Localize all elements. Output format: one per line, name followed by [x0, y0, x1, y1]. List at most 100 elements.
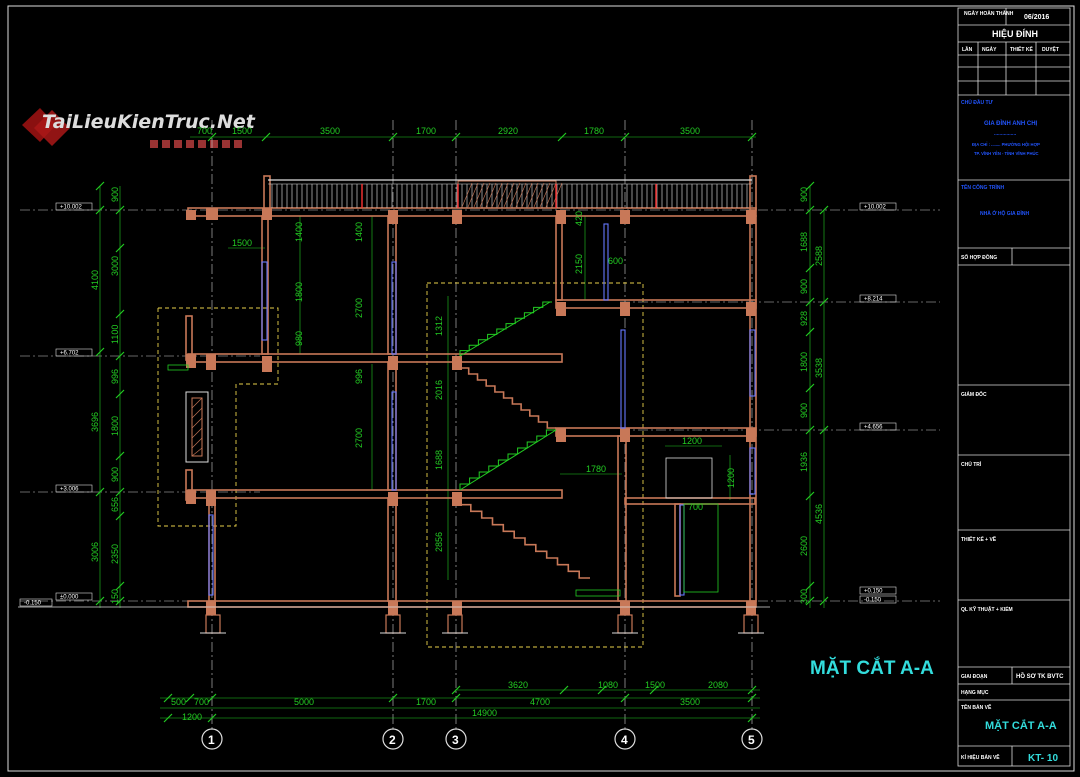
- dim-text: 1200: [682, 436, 702, 446]
- dim-text: 1500: [645, 680, 665, 690]
- dim-text: 700: [197, 126, 212, 136]
- bottom-dimension-texts: 3620 1080 1500 2080 500 700 5000 1700 47…: [171, 680, 728, 722]
- dim-text: 1688: [434, 450, 444, 470]
- tb-item-label: HẠNG MỤC: [961, 690, 989, 696]
- dim-text: 2350: [110, 544, 120, 564]
- tb-date-label: NGÀY HOÀN THÀNH: [964, 10, 1014, 17]
- dim-text: 1400: [354, 222, 364, 242]
- stairs: [459, 301, 621, 597]
- hatch-line: [515, 182, 527, 208]
- dim-text: 656: [110, 497, 120, 512]
- tb-director-label: GIÁM ĐỐC: [961, 391, 987, 398]
- dim-text: 4700: [530, 697, 550, 707]
- axis-label: 5: [748, 733, 755, 747]
- dim-text: 1688: [799, 232, 809, 252]
- level-second: +4.656: [864, 425, 883, 431]
- tb-sheet-name: MẶT CẮT A-A: [985, 719, 1057, 732]
- hatch-line: [545, 182, 557, 208]
- tb-phase-label: GIAI ĐOẠN: [961, 674, 988, 680]
- hatch-line: [503, 182, 515, 208]
- hatch-line: [473, 182, 485, 208]
- dim-text: 900: [110, 467, 120, 482]
- dim-text: 2588: [814, 246, 824, 266]
- tb-designer-label: THIẾT KẾ + VẼ: [961, 536, 997, 543]
- tb-owner-name: GIA ĐÌNH ANH CHỊ: [984, 119, 1038, 127]
- tb-rev-col: LẦN: [962, 46, 973, 53]
- dim-text: 2080: [708, 680, 728, 690]
- tb-sheet-no: KT- 10: [1028, 753, 1058, 764]
- interior-door: [665, 457, 719, 593]
- dim-text: 1312: [434, 316, 444, 336]
- tb-owner-label: CHỦ ĐẦU TƯ: [961, 99, 993, 106]
- dim-text: 996: [354, 369, 364, 384]
- dim-text: 700: [194, 697, 209, 707]
- dim-text: 1080: [598, 680, 618, 690]
- dim-text: 3500: [680, 126, 700, 136]
- dim-text: 1500: [232, 126, 252, 136]
- tb-project-name: NHÀ Ở HỘ GIA ĐÌNH: [980, 209, 1029, 217]
- level-outside-right: -0.150: [864, 598, 882, 604]
- tb-rev-col: DUYỆT: [1042, 45, 1059, 53]
- dim-text: 900: [799, 187, 809, 202]
- dim-text: 500: [171, 697, 186, 707]
- watermark: TaiLieuKienTruc.Net: [22, 108, 256, 148]
- level-third: +8.214: [864, 297, 883, 303]
- tb-address-1: ĐỊA CHỈ : ........ PHƯỜNG HỘI HỢP: [972, 142, 1040, 147]
- tb-sheet-no-label: KÍ HIỆU BẢN VẼ: [961, 753, 1000, 761]
- dim-text: 420: [574, 211, 584, 226]
- level-roof-right: +10.002: [864, 205, 887, 211]
- structure-outline: [185, 175, 757, 608]
- dim-text: 1800: [294, 282, 304, 302]
- dim-text: 1780: [584, 126, 604, 136]
- level-outside-left: -0.150: [24, 601, 42, 607]
- dim-text: 4100: [90, 270, 100, 290]
- tb-chair-label: CHỦ TRÌ: [961, 460, 982, 468]
- interior-guides: [228, 216, 731, 580]
- level-mezzanine: +6.702: [60, 351, 79, 357]
- interior-dimension-texts: 1500 1400 1400 1800 980 2700 996 2700 13…: [232, 211, 736, 552]
- level-ground-right: +0.150: [864, 589, 883, 595]
- sheet-frame: [7, 5, 1075, 772]
- dim-text: 1800: [110, 416, 120, 436]
- dim-text: 1400: [294, 222, 304, 242]
- dim-text: 600: [608, 256, 623, 266]
- dim-text: 1800: [799, 352, 809, 372]
- dim-text: 2700: [354, 298, 364, 318]
- dim-text: 3620: [508, 680, 528, 690]
- foundations: [205, 614, 759, 634]
- detail-zones: [157, 282, 644, 648]
- tb-qc-label: QL KỸ THUẬT + KIỂM: [961, 606, 1013, 613]
- level-first: +3.006: [60, 487, 79, 493]
- dim-text: 2150: [574, 254, 584, 274]
- dim-text: 3538: [814, 358, 824, 378]
- axis-label: 4: [621, 733, 628, 747]
- left-balcony: [167, 364, 209, 463]
- hatch-line: [527, 182, 539, 208]
- dim-text: 5000: [294, 697, 314, 707]
- dim-text: 900: [110, 187, 120, 202]
- hatch-line: [539, 182, 551, 208]
- dim-text: 980: [294, 331, 304, 346]
- dim-text: 1200: [726, 468, 736, 488]
- hatch-line: [491, 182, 503, 208]
- hatch-line: [479, 182, 491, 208]
- dim-text: 996: [110, 369, 120, 384]
- structure-fill: [186, 208, 756, 615]
- level-roof-left: +10.002: [60, 205, 83, 211]
- tb-rev-col: NGÀY: [982, 46, 997, 53]
- left-dimension-texts: 4100 3696 3006 900 3000 1100 996 1800 90…: [90, 187, 120, 604]
- tb-revision-title: HIỆU ĐÍNH: [992, 28, 1038, 39]
- dim-text: 2700: [354, 428, 364, 448]
- tb-address-2: TP. VĨNH YÊN - TỈNH VĨNH PHÚC: [974, 151, 1039, 156]
- hatch-line: [497, 182, 509, 208]
- tb-rev-col: THIẾT KẾ: [1010, 46, 1033, 53]
- tb-sheet-name-label: TÊN BẢN VẼ: [961, 703, 992, 711]
- dim-text: 4536: [814, 504, 824, 524]
- dim-text: 700: [688, 502, 703, 512]
- hatch-line: [509, 182, 521, 208]
- hatch-line: [521, 182, 533, 208]
- dimension-ticks: [95, 132, 829, 723]
- dim-text: 1700: [416, 697, 436, 707]
- tb-date-value: 06/2016: [1024, 14, 1049, 21]
